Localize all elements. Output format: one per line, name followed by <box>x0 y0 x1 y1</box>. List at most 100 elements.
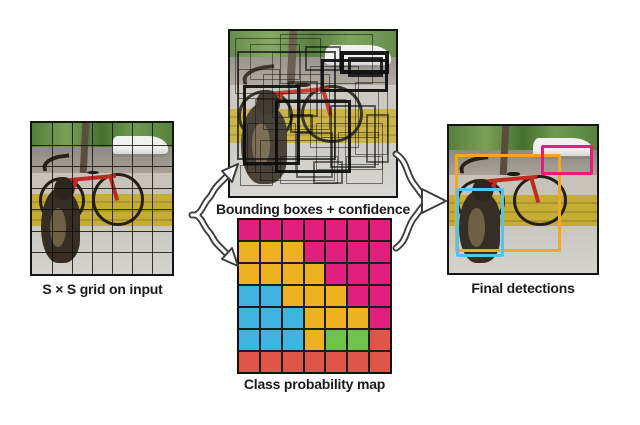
photo-front-wheel <box>512 174 568 226</box>
grid-line-horizontal <box>32 187 172 189</box>
grid-line-horizontal <box>32 144 172 146</box>
split-arrow-icon <box>188 163 239 267</box>
boxes-image-frame <box>228 29 398 198</box>
class-cell-yellow <box>304 286 325 306</box>
class-map-frame <box>237 218 392 374</box>
grid-line-vertical <box>72 123 73 274</box>
panel-class-probability-map: Class probability map <box>237 218 392 392</box>
grid-line-vertical <box>152 123 153 274</box>
predicted-bounding-box <box>321 59 388 93</box>
grid-line-horizontal <box>32 252 172 254</box>
predicted-bounding-box <box>346 156 383 185</box>
predicted-bounding-box <box>238 68 280 99</box>
sxs-grid-overlay <box>32 123 172 274</box>
photo-saddle <box>506 172 521 177</box>
photo-front-wheel <box>92 172 144 226</box>
predicted-bounding-box <box>243 85 300 165</box>
class-cell-pink <box>326 264 347 284</box>
class-cell-blue <box>282 330 303 350</box>
predicted-bounding-box <box>347 57 383 78</box>
class-cell-pink <box>370 286 390 306</box>
predicted-bounding-box <box>271 52 302 119</box>
class-cell-pink <box>370 242 390 262</box>
photo-van <box>533 138 593 160</box>
class-cell-pink <box>304 220 325 240</box>
class-cell-yellow <box>326 286 347 306</box>
detection-dog-box <box>456 187 504 257</box>
class-cell-yellow <box>304 264 325 284</box>
class-cell-salmon <box>370 330 390 350</box>
predicted-bounding-box <box>254 98 347 173</box>
class-cell-yellow <box>260 242 281 262</box>
class-cell-blue <box>282 308 303 328</box>
class-cell-pink <box>239 220 259 240</box>
photo-dog-chest <box>50 207 66 247</box>
class-cell-blue <box>260 330 281 350</box>
photo-saddle <box>294 82 310 88</box>
class-cell-blue <box>239 330 259 350</box>
class-cell-salmon <box>282 352 303 372</box>
class-cell-blue <box>239 286 259 306</box>
grid-line-horizontal <box>32 166 172 168</box>
class-cell-yellow <box>282 242 303 262</box>
grid-line-vertical <box>52 123 53 274</box>
class-cell-pink <box>282 220 303 240</box>
class-cell-salmon <box>348 352 369 372</box>
merge-arrow-icon <box>392 150 447 252</box>
grid-line-vertical <box>92 123 93 274</box>
class-cell-pink <box>326 220 347 240</box>
predicted-bounding-box <box>274 100 352 173</box>
predicted-bounding-box <box>249 44 300 81</box>
photo-van <box>111 135 168 157</box>
predicted-bounding-box <box>239 164 274 187</box>
predicted-bounding-box <box>366 113 390 163</box>
class-cell-pink <box>370 264 390 284</box>
class-probability-grid <box>239 220 390 372</box>
class-cell-pink <box>370 308 390 328</box>
class-cell-yellow <box>348 308 369 328</box>
class-cell-blue <box>260 286 281 306</box>
predicted-bounding-box <box>329 105 377 168</box>
class-cell-pink <box>348 220 369 240</box>
predicted-bounding-box <box>339 50 390 74</box>
panel-sxs-grid: S × S grid on input <box>30 121 175 297</box>
class-cell-pink <box>370 220 390 240</box>
final-detections-overlay <box>449 126 597 273</box>
predicted-bounding-box <box>316 123 383 170</box>
predicted-bounding-box <box>279 156 338 185</box>
caption-bounding-boxes: Bounding boxes + confidence <box>215 201 411 217</box>
predicted-bounding-box <box>313 161 343 185</box>
panel-final-detections: Final detections <box>447 124 599 296</box>
class-cell-pink <box>348 264 369 284</box>
grid-line-vertical <box>132 123 133 274</box>
class-cell-yellow <box>304 330 325 350</box>
caption-class-map: Class probability map <box>243 376 386 392</box>
grid-line-vertical <box>112 123 113 274</box>
panel-bounding-boxes: Bounding boxes + confidence <box>216 29 410 217</box>
class-cell-yellow <box>326 308 347 328</box>
class-cell-yellow <box>304 308 325 328</box>
caption-final-detections: Final detections <box>471 280 575 296</box>
bounding-boxes-overlay <box>230 31 396 196</box>
class-cell-pink <box>348 242 369 262</box>
final-image-frame <box>447 124 599 275</box>
grid-line-horizontal <box>32 209 172 211</box>
detection-car-box <box>540 145 593 175</box>
class-cell-salmon <box>260 352 281 372</box>
class-cell-yellow <box>239 242 259 262</box>
class-cell-salmon <box>304 352 325 372</box>
predicted-bounding-box <box>236 50 337 160</box>
predicted-bounding-box <box>337 131 380 165</box>
class-cell-pink <box>304 242 325 262</box>
class-cell-blue <box>260 308 281 328</box>
caption-sxs-grid: S × S grid on input <box>42 281 163 297</box>
grid-line-horizontal <box>32 230 172 232</box>
class-cell-green <box>326 330 347 350</box>
class-cell-blue <box>239 308 259 328</box>
class-cell-salmon <box>370 352 390 372</box>
class-cell-yellow <box>282 264 303 284</box>
class-cell-yellow <box>239 264 259 284</box>
class-cell-salmon <box>326 352 347 372</box>
photo-dog-chest <box>468 208 485 247</box>
